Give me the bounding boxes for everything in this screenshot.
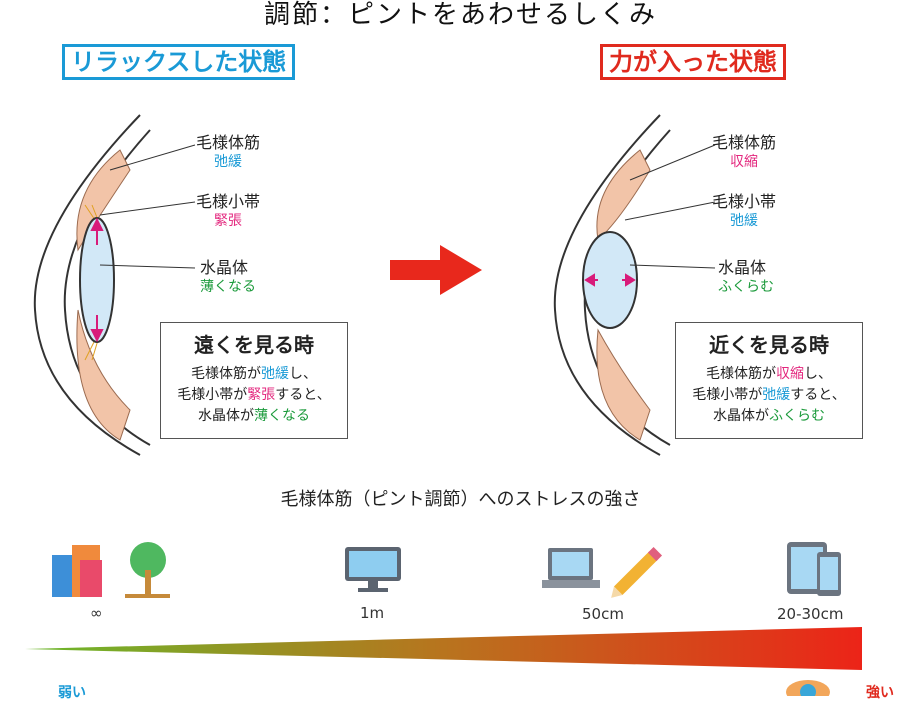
zonule-label: 毛様小帯	[712, 192, 777, 211]
text: すると、	[275, 387, 331, 403]
right-arrow-icon	[390, 245, 482, 295]
stress-gradient-wedge	[25, 627, 862, 670]
left-pointer-lines	[99, 144, 196, 269]
text: 薄くなる	[254, 408, 310, 424]
zonule-label: 毛様小帯	[196, 192, 261, 211]
lens-label: 水晶体	[718, 258, 767, 277]
text: 毛様小帯が	[177, 387, 248, 403]
text: 弛緩	[762, 387, 791, 403]
distance-50cm: 50cm	[582, 605, 624, 623]
distance-1m: 1m	[360, 604, 385, 622]
ciliary-muscle-label: 毛様体筋	[196, 133, 261, 152]
text: 毛様体筋が	[706, 366, 776, 382]
tense-eye-diagram	[553, 114, 671, 456]
text: 収縮	[776, 366, 804, 382]
monitor-icon	[345, 547, 401, 592]
ciliary-muscle-state: 弛緩	[214, 154, 242, 170]
text: し、	[804, 366, 832, 382]
tablet-phone-icon	[787, 542, 841, 596]
box-title: 遠くを見る時	[194, 333, 314, 357]
stress-title: 毛様体筋（ピント調節）へのストレスの強さ	[280, 489, 641, 510]
distance-infinity: ∞	[90, 604, 103, 622]
relaxed-eye-diagram	[33, 114, 151, 456]
strong-label: 強い	[866, 685, 894, 701]
text: 弛緩	[261, 366, 289, 382]
weak-label: 弱い	[58, 685, 86, 701]
ciliary-muscle-state: 収縮	[730, 154, 758, 170]
lens-state: 薄くなる	[200, 279, 256, 295]
zonule-state: 弛緩	[730, 213, 758, 229]
laptop-pencil-icon	[542, 546, 663, 598]
box-title: 近くを見る時	[709, 333, 829, 357]
lens-state: ふくらむ	[718, 279, 774, 295]
eye-icon	[786, 680, 830, 696]
text: 水晶体が	[198, 408, 254, 424]
far-view-box: 遠くを見る時 毛様体筋が弛緩し、 毛様小帯が緊張すると、 水晶体が薄くなる	[160, 322, 348, 439]
right-pointer-lines	[624, 144, 716, 269]
text: 毛様小帯が	[692, 387, 763, 403]
text: すると、	[790, 387, 846, 403]
text: ふくらむ	[769, 408, 825, 424]
ciliary-muscle-label: 毛様体筋	[712, 133, 777, 152]
text: 緊張	[247, 387, 276, 403]
tense-state-label: 力が入った状態	[600, 44, 786, 80]
text: 水晶体が	[713, 408, 769, 424]
buildings-tree-icon	[52, 542, 170, 598]
zonule-state: 緊張	[214, 213, 242, 229]
near-view-box: 近くを見る時 毛様体筋が収縮し、 毛様小帯が弛緩すると、 水晶体がふくらむ	[675, 322, 863, 439]
relaxed-state-label: リラックスした状態	[62, 44, 296, 80]
distance-20-30cm: 20-30cm	[777, 605, 844, 623]
text: し、	[289, 366, 317, 382]
page-title: 調節：ピントをあわせるしくみ	[263, 0, 658, 30]
lens-label: 水晶体	[200, 258, 249, 277]
text: 毛様体筋が	[191, 366, 261, 382]
